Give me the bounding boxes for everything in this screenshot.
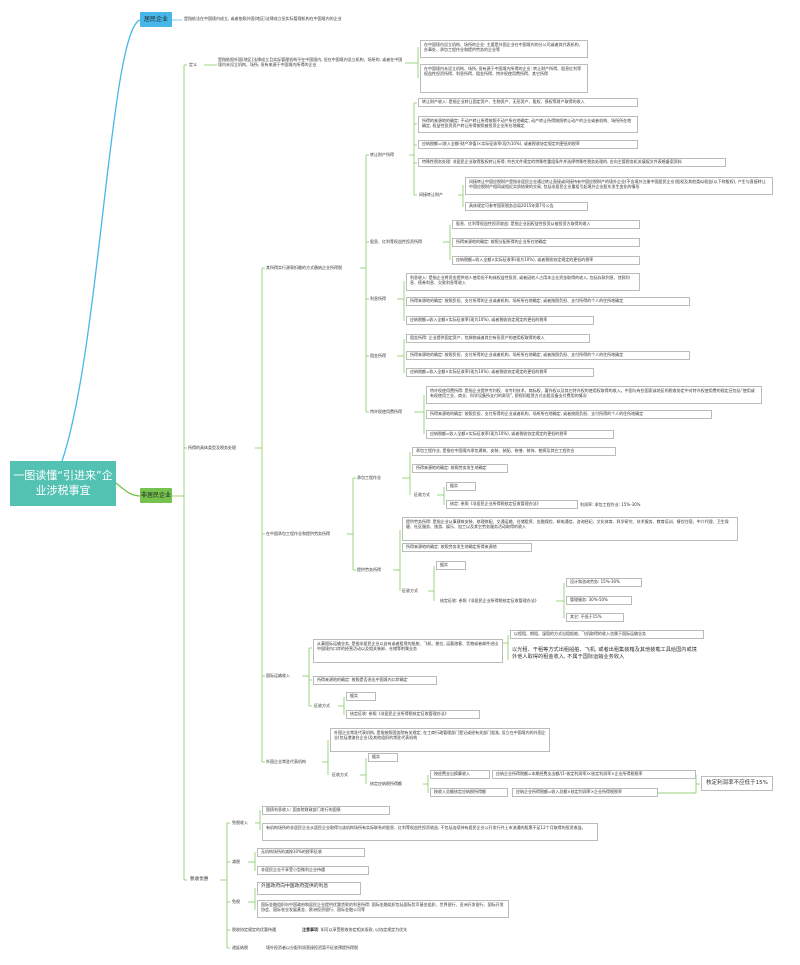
treaty-benefit-note: 注意事项: 如可以享受税收协定相关条款, 以协定规定为优先 [302,927,482,932]
rent-income-b: 所得来源地的确定: 按照负担、支付所得的企业或者机构、场所所在地确定, 或者按照… [406,351,690,360]
rep-office-revenue-method: 按收入总额核定应纳税所得额 [430,788,508,797]
definition-sub2: 在中国境内未设立机构、场所, 但有源于中国境内所得的企业: 转让财产所得、股息红… [420,64,588,93]
treaty-note-text: : 如可以享受税收协定相关条款, 以协定规定为优先 [318,927,408,932]
project-work-b: 所得来源地的确定: 按照劳务发生地确定 [412,464,508,473]
treaty-benefit-label: 税收协定规定的优惠待遇 [232,927,276,932]
indirect-transfer-label: 间接转让财产 [419,192,443,197]
transfer-income-a: 转让财产收入: 是指企业转让固定资产、生物资产、无形资产、股权、债权等财产取得的… [418,98,638,107]
royalty-income-b: 所得来源地的确定: 按照负担、支付所得的企业或者机构、场所所在地确定, 或者按照… [426,410,712,419]
transfer-income-d: 特殊性税务处理: 非居民企业取得股权转让所得, 符合文件规定的特殊性重组条件并选… [418,158,726,167]
transport-income-a1: 以程租、期租、湿租的方式出租船舶、飞机取得的收入也属于国际运输业务 [510,630,704,639]
contracting-income-label: 在中国承包工程作业和提供劳务所得 [266,531,330,536]
dividend-income-c: 应纳税额=收入全额×实际征收率(现为10%), 或者税收协定规定的更低的税率 [452,256,640,265]
royalty-income-label: 特许权使用费所得 [370,409,402,414]
labor-service-rate-2: 管理服务: 30%-50% [566,596,632,605]
royalty-income-c: 应纳税额=收入全额×实际征收率(现为10%), 或者税收协定规定的更低的税率 [426,430,614,439]
indirect-transfer-a: 间接转让中国应税财产是指非居民企业通过转让直接或间接持有中国应税财产的境外企业(… [465,177,773,195]
tax-free-b: 国际金融组织向中国政府和居民企业提供优惠贷款的利息所得: 国际金融组织包括国际货… [257,900,509,918]
tax-free-a: 外国政府向中国政府提供的利息 [257,882,361,895]
dividend-income-a: 股息、红利等权益性投资收益: 是指企业因权益性投资从被投资方取得的收入 [452,220,640,229]
rep-office-expense-formula: 应纳企业所得税额=本期经费支出额/(1-核定利润率)×核定利润率×企业所得税税率 [492,770,696,779]
interest-income-a: 利息收入: 是指企业将资金提供他人使用但不构成权益性投资, 或者因他人占用本企业… [406,273,640,291]
project-work-label: 承包工程作业 [357,475,381,480]
reduced-tax-label: 减税 [232,859,240,864]
rep-office-a: 外国企业常驻代表机构, 是指按照国务院有关规定, 在工商行政管理部门登记或经有关… [330,728,550,752]
labor-service-rate-1: 设计和咨询劳务: 15%-30% [566,578,642,587]
withholding-method-label: 其所得实行源泉扣缴的方式缴纳企业所得税 [266,265,342,270]
labor-service-label: 提供劳务所得 [357,567,381,572]
labor-service-method: 征收方式 [402,588,418,593]
rep-office-expense-method: 按经费支出换算收入 [430,770,490,779]
transfer-income-b: 所得的来源地的确定: 不动产转让所得按照不动产所在地确定, 动产转让所得按照转让… [418,116,638,133]
transport-income-a: 从事国际运输业务, 是指非居民企业以自有或者租赁的船舶、飞机、舱位, 运载旅客、… [313,639,503,663]
transfer-income-label: 转让财产所得 [370,152,394,157]
interest-income-label: 利息所得 [370,296,386,301]
transport-income-b: 所得来源地的确定: 按照是否进出中国境内口岸确定 [313,676,437,685]
definition-sub1: 在中国境内设立机构、场所的企业: 主要是外国企业在中国境内的分公司或者其代表机构… [420,40,588,58]
deferred-tax-label: 递延纳税 [232,945,248,950]
indirect-transfer-b: 具体规定可参考国家税务总局2015年第7号公告 [465,202,588,211]
interest-income-c: 应纳税额=收入全额×实际征收率(现为10%), 或者税收协定规定的更低的税率 [406,316,594,325]
project-work-actual: 据实 [446,482,476,491]
definition-main: 是指依照外国(地区)法律成立且实际管理机构不在中国境内, 但在中国境内设立机构、… [218,57,403,68]
deferred-tax-desc: 境外投资者以分配利润直接投资暂不征收预提所得税 [266,945,358,950]
rep-office-label: 外国企业常驻代表机构 [266,759,306,764]
reduced-tax-b: 非居民企业不享受小型微利企业待遇 [257,866,369,875]
labor-service-actual: 据实 [436,561,466,570]
rent-income-c: 应纳税额=收入全额×实际征收率(现为10%), 或者税收协定规定的更低的税率 [406,368,594,377]
rep-office-revenue-formula: 应纳企业所得税额=收入总额×核定利润率×企业所得税税率 [512,788,658,797]
transport-income-label: 国际运输收入 [266,673,290,678]
project-work-rate: 利润率: 承包工程作业: 15%-30% [580,502,641,507]
rent-income-label: 租金所得 [370,353,386,358]
treaty-note-key: 注意事项 [302,927,318,932]
transport-method: 征收方式 [314,703,330,708]
rep-office-method: 征收方式 [332,772,348,777]
resident-enterprise-node: 居民企业 [140,12,172,27]
labor-service-a: 提供劳务所得: 是指企业从事建筑安装、修理修配、交通运输、仓储租赁、金融保险、邮… [402,517,738,541]
project-work-a: 承包工程作业, 是指在中国境内承包建筑、安装、装配、修缮、装饰、勘探及其它工程作… [412,447,616,456]
definition-label: 定义 [189,62,197,67]
dividend-income-b: 所得来源地的确定: 按照分配所得的企业所在地确定 [452,238,640,247]
tax-free-label: 免税 [232,899,240,904]
income-types-label: 所得的具体类型及税务处理 [188,445,236,450]
labor-service-b: 所得来源地的确定: 按照劳务发生地确定所得来源地 [402,543,532,552]
project-work-method: 征收方式 [414,492,430,497]
exempt-income-label: 免税收入 [232,820,248,825]
rent-income-a: 租金所得: 企业提供固定资产、包装物或者其它有形资产的使用权取得的收入 [406,334,590,343]
rep-office-rate-note: 核定利润率不应低于15% [701,776,773,791]
labor-service-rate-3: 其它: 不低于15% [566,613,624,622]
exempt-income-b: 有机构场所的非居民企业从居民企业取得与该机构场所有实际联系的股息、红利等权益性投… [262,823,598,841]
transport-deemed: 核定征收: 参照《非居民企业所得税核定征收管理办法》 [346,710,480,719]
dividend-income-label: 股息、红利等权益性投资所得 [370,239,422,244]
transport-actual: 据实 [346,692,376,701]
resident-enterprise-desc: 是指依法在中国境内成立, 或者依照外国(地区)法律成立但实际管理机构在中国境内的… [184,16,342,21]
labor-service-deemed: 核定征收: 参照《非居民企业所得税核定征收管理办法》 [440,598,539,603]
project-work-deemed: 核定: 参照《非居民企业所得税核定征收管理办法》 [446,500,578,509]
exempt-income-a: 国债利息收入: 国务院财政部门发行的国债 [262,806,390,815]
transfer-income-c: 应纳税额=(收入全额-财产净值)×实际征收率(现为10%), 或者税收协定规定的… [418,140,638,149]
nonresident-enterprise-node: 非居民企业 [140,488,172,503]
interest-income-b: 所得来源地的确定: 按照负担、支付所得的企业或者机构、场所所在地确定, 或者按照… [406,297,690,306]
rep-office-deemed: 核定应纳税所得额 [370,781,402,786]
root-topic: 一图读懂“引进来”企业涉税事宜 [10,461,116,506]
reduced-tax-a: 无机构场所的减按10%的税率征收 [257,848,365,857]
tax-preferences-label: 税收优惠 [190,877,209,882]
transport-income-a2: 以光租、干租等方式出租船舶、飞机, 或者出租集装箱及其他装载工具给国内或境外他人… [512,647,697,660]
royalty-income-a: 特许权使用费所得: 是指企业提供专利权、非专利技术、商标权、著作权以及其它特许权… [426,386,762,404]
rep-office-actual: 据实 [368,753,398,762]
